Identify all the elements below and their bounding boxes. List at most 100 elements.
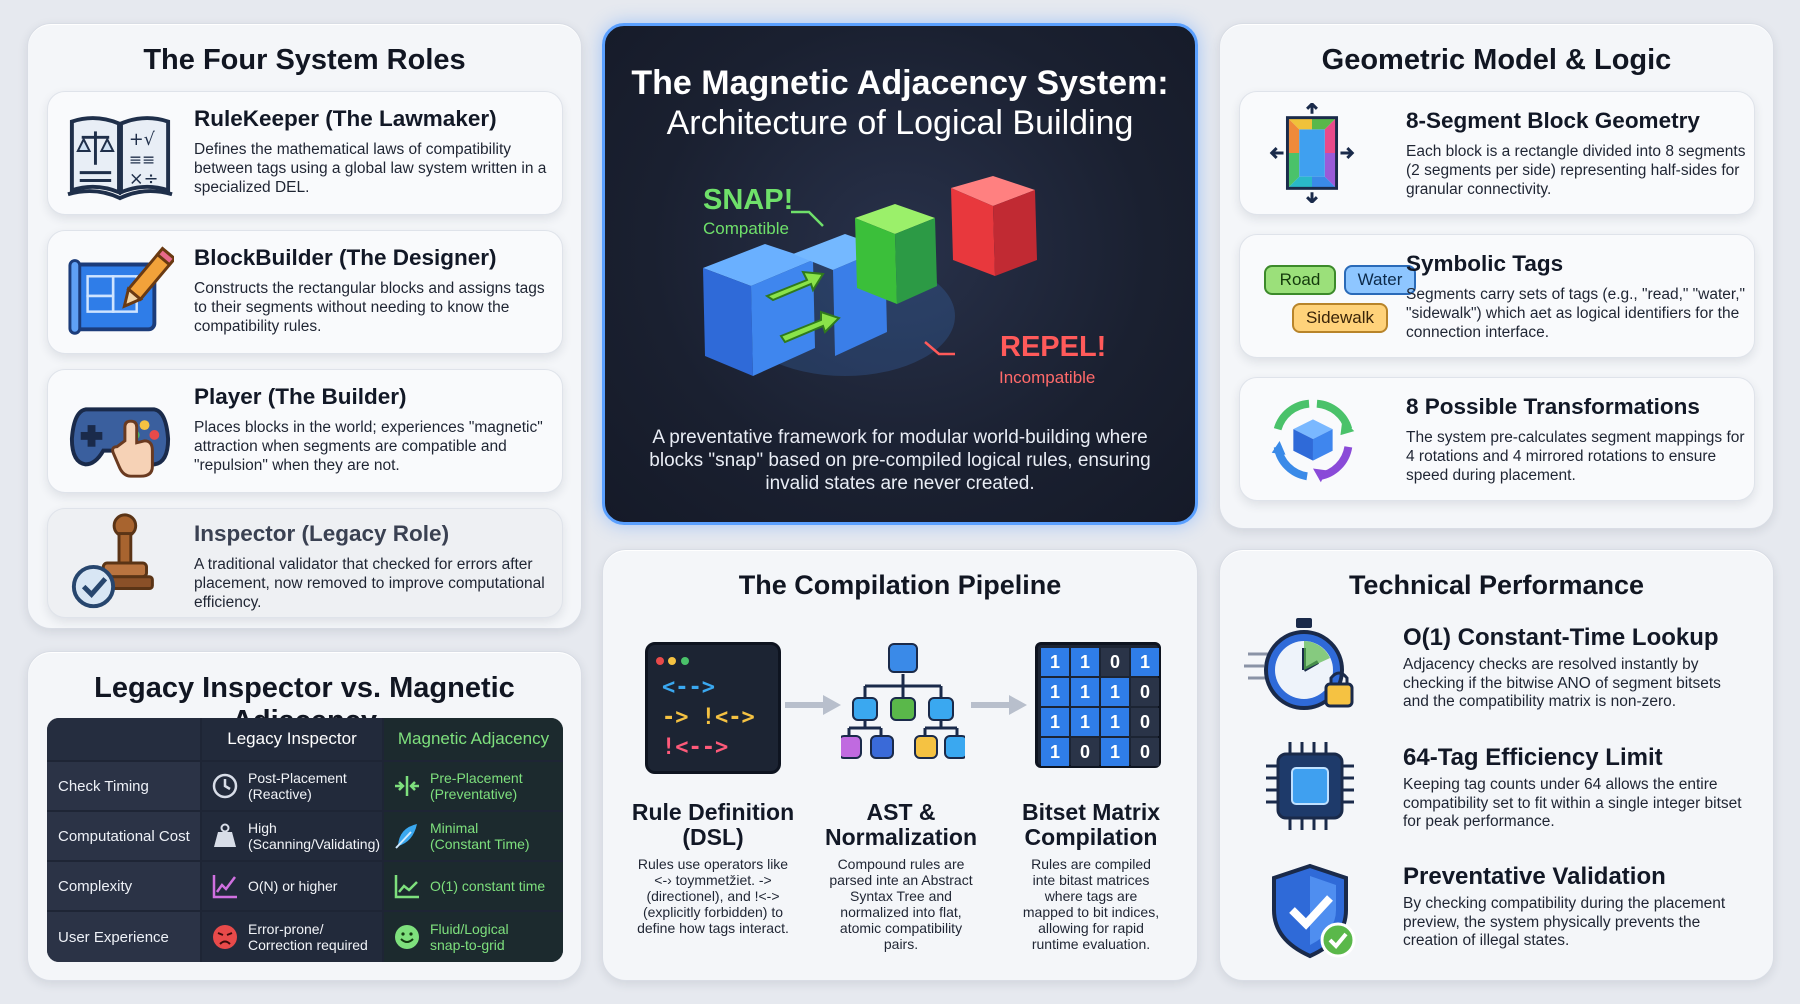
dsl-code-window: <--> -> !<-> !<--> [645, 642, 781, 774]
geometry-item-title: 8 Possible Transformations [1406, 394, 1700, 419]
law-book-icon: +√ ≡≡ ×÷ [67, 116, 173, 201]
matrix-cell: 1 [1101, 738, 1129, 766]
desc-line: pairs. [883, 936, 919, 952]
matrix-cell: 1 [1101, 678, 1129, 706]
matrix-cell: 1 [1071, 678, 1099, 706]
desc-line: inte bitast matrices [1032, 872, 1150, 888]
pipeline-title: The Compilation Pipeline [738, 570, 1062, 600]
step-title: AST &Normalization [805, 800, 997, 850]
geometry-card-transformations: 8 Possible Transformations The system pr… [1239, 377, 1755, 501]
geometry-item-desc: Segments carry sets of tags (e.g., "read… [1406, 286, 1746, 341]
stamp-check-icon [71, 513, 154, 609]
clock-icon [212, 773, 238, 799]
segment-block-icon [1269, 103, 1355, 203]
hero-description: A preventative framework for modular wor… [649, 427, 1151, 494]
geometry-card-tags: Road Water Sidewalk Symbolic Tags Segmen… [1239, 234, 1755, 358]
gamepad-icon [69, 407, 171, 478]
role-card-blockbuilder: BlockBuilder (The Designer) Constructs t… [47, 230, 563, 354]
desc-line: mapped to bit indices, [1022, 904, 1160, 920]
desc-line: allowing for rapid [1038, 920, 1144, 936]
cell-line: Error-prone/ [248, 921, 324, 937]
arrow-icon [971, 695, 1027, 715]
magnetic-blocks-illustration [703, 176, 1037, 376]
snap-label: SNAP! [703, 184, 794, 216]
matrix-cell: 1 [1041, 648, 1069, 676]
matrix-cell: 1 [1041, 738, 1069, 766]
desc-line: normalized into flat, [840, 904, 962, 920]
geometry-item-title: 8-Segment Block Geometry [1406, 108, 1700, 133]
rising-chart-icon [212, 875, 237, 899]
desc-line: <-› toymmetžiet. -> [654, 872, 772, 888]
row-label: Complexity [47, 862, 200, 910]
step-desc: Compound rules are parsed inte an Abstra… [805, 856, 997, 952]
desc-line: (directionel), and !<-> [646, 888, 780, 904]
step-title-line: AST & [866, 799, 936, 825]
arrow-icon [785, 695, 841, 715]
weight-icon [214, 823, 236, 847]
stopwatch-lock-icon [1244, 618, 1354, 710]
desc-line: Rules are compiled [1031, 856, 1151, 872]
happy-face-icon [395, 925, 419, 949]
legacy-cell: High(Scanning/Validating) [202, 812, 382, 860]
svg-text:×÷: ×÷ [129, 169, 159, 189]
snap-sublabel: Compatible [703, 219, 789, 238]
geometry-item-title: Symbolic Tags [1406, 251, 1564, 276]
desc-line: Syntax Tree and [850, 888, 952, 904]
desc-line: (explicitly forbidden) to [642, 904, 784, 920]
cell-line: Minimal [430, 820, 479, 836]
flat-chart-icon [394, 875, 419, 899]
table-row: User Experience Error-prone/Correction r… [47, 912, 563, 962]
matrix-cell: 1 [1131, 648, 1159, 676]
role-desc: A traditional validator that checked for… [194, 556, 545, 611]
performance-item-title: Preventative Validation [1403, 863, 1666, 890]
tag-sidewalk: Sidewalk [1292, 303, 1388, 333]
matrix-cell: 0 [1131, 678, 1159, 706]
blueprint-pencil-icon [68, 246, 174, 335]
shield-check-icon [1272, 863, 1356, 959]
geometry-item-desc: Each block is a rectangle divided into 8… [1406, 143, 1746, 198]
performance-panel: Technical Performance O(1) Constant-Time… [1219, 549, 1774, 981]
geometry-title: Geometric Model & Logic [1321, 44, 1672, 76]
window-controls [656, 652, 689, 670]
ast-tree-icon [841, 643, 965, 759]
cell-line: O(1) constant time [430, 878, 546, 894]
pipeline-panel: The Compilation Pipeline <--> -> !<-> !<… [602, 549, 1198, 981]
tag-water: Water [1344, 265, 1416, 295]
row-label: Check Timing [47, 762, 200, 810]
role-card-player: Player (The Builder) Places blocks in th… [47, 369, 563, 493]
cell-line: (Scanning/Validating) [248, 836, 381, 852]
step-desc: Rules use operators like <-› toymmetžiet… [617, 856, 809, 936]
table-corner [47, 718, 200, 760]
desc-line: parsed inte an Abstract [829, 872, 973, 888]
magnetic-cell: O(1) constant time [384, 862, 563, 910]
feather-icon [395, 824, 417, 849]
table-row: Computational Cost High(Scanning/Validat… [47, 812, 563, 860]
desc-line: where tags are [1044, 888, 1138, 904]
svg-text:≡≡: ≡≡ [129, 150, 155, 169]
performance-item-title: O(1) Constant-Time Lookup [1403, 624, 1719, 651]
desc-line: atomic compatibility [839, 920, 963, 936]
matrix-cell: 1 [1041, 678, 1069, 706]
table-row: Complexity O(N) or higher O(1) constant … [47, 862, 563, 910]
role-title: Player (The Builder) [194, 384, 407, 409]
matrix-cell: 1 [1041, 708, 1069, 736]
svg-text:+√: +√ [129, 130, 156, 150]
step-title-line: (DSL) [682, 824, 744, 850]
cell-line: (Constant Time) [430, 836, 530, 852]
performance-item-desc: By checking compatibility during the pla… [1403, 895, 1726, 949]
desc-line: Compound rules are [837, 856, 965, 872]
roles-panel: The Four System Roles +√ ≡≡ ×÷ RuleKeepe… [27, 23, 582, 629]
roles-title: The Four System Roles [143, 44, 466, 76]
desc-line: Rules use operators like [637, 856, 789, 872]
role-title: Inspector (Legacy Role) [194, 521, 450, 546]
role-card-inspector: Inspector (Legacy Role) A traditional va… [47, 508, 563, 618]
rotation-cube-icon [1271, 399, 1355, 483]
step-title-line: Compilation [1024, 824, 1158, 850]
repel-sublabel: Incompatible [999, 368, 1096, 387]
comparison-table: Legacy Inspector Magnetic Adjacency Chec… [47, 718, 563, 962]
role-title: RuleKeeper (The Lawmaker) [194, 106, 497, 131]
matrix-cell: 0 [1131, 738, 1159, 766]
geometry-panel: Geometric Model & Logic 8-Segment Block … [1219, 23, 1774, 529]
